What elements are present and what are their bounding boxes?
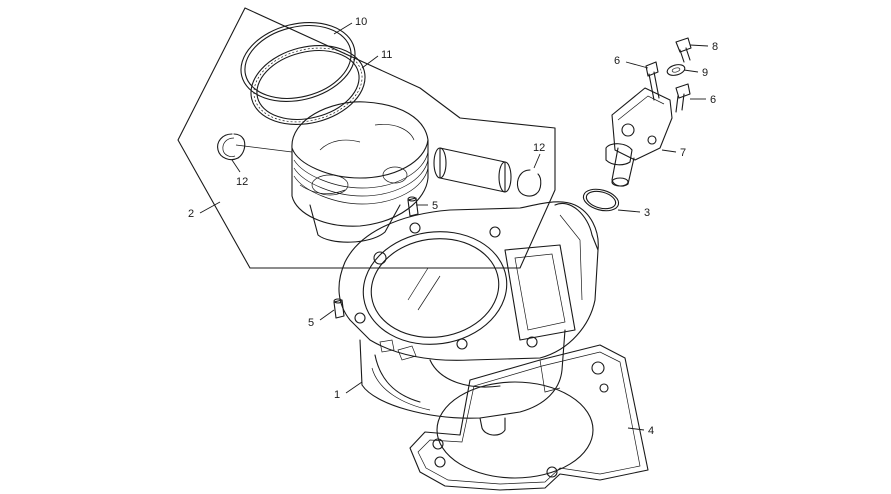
piston — [235, 101, 429, 243]
leader-11 — [361, 55, 379, 69]
washer-9 — [666, 64, 686, 76]
bolt-6-lower — [675, 83, 691, 113]
callout-6-lower: 6 — [710, 94, 716, 106]
leader-9 — [683, 69, 699, 73]
leader-12-right — [533, 153, 541, 169]
circlip-left — [217, 133, 246, 161]
leader-6-upper — [625, 61, 649, 69]
callout-1: 1 — [334, 389, 340, 401]
leader-5-left — [319, 309, 335, 321]
leader-8 — [689, 44, 709, 47]
callout-4: 4 — [648, 425, 654, 437]
base-gasket — [409, 344, 649, 491]
callout-5-left: 5 — [308, 317, 314, 329]
leader-3 — [617, 209, 641, 213]
callout-3: 3 — [644, 207, 650, 219]
piston-ring-oil — [250, 44, 366, 126]
leader-12-left — [231, 159, 241, 173]
piston-group-frame — [177, 7, 556, 269]
callout-7: 7 — [680, 147, 686, 159]
o-ring — [582, 188, 620, 212]
bolt-6-upper — [645, 61, 660, 101]
chain-tensioner — [605, 87, 673, 187]
dowel-pin-left — [333, 298, 345, 319]
cylinder — [338, 201, 599, 436]
leader-10 — [333, 22, 353, 35]
bolt-8 — [675, 37, 692, 63]
dowel-pin-top — [407, 196, 419, 217]
callout-8: 8 — [712, 41, 718, 53]
callout-6-upper: 6 — [614, 55, 620, 67]
callout-11: 11 — [381, 49, 392, 61]
leader-1 — [345, 381, 363, 394]
leader-4 — [627, 427, 645, 431]
callout-2: 2 — [188, 208, 194, 220]
circlip-right — [516, 169, 542, 197]
piston-pin — [433, 147, 512, 193]
callout-9: 9 — [702, 67, 708, 79]
callout-12-right: 12 — [533, 142, 545, 154]
leader-2 — [199, 201, 221, 214]
piston-ring-top — [240, 21, 356, 103]
callout-10: 10 — [355, 16, 367, 28]
leader-7 — [661, 149, 677, 153]
callout-5-top: 5 — [432, 200, 438, 212]
callout-12-left: 12 — [236, 176, 248, 188]
